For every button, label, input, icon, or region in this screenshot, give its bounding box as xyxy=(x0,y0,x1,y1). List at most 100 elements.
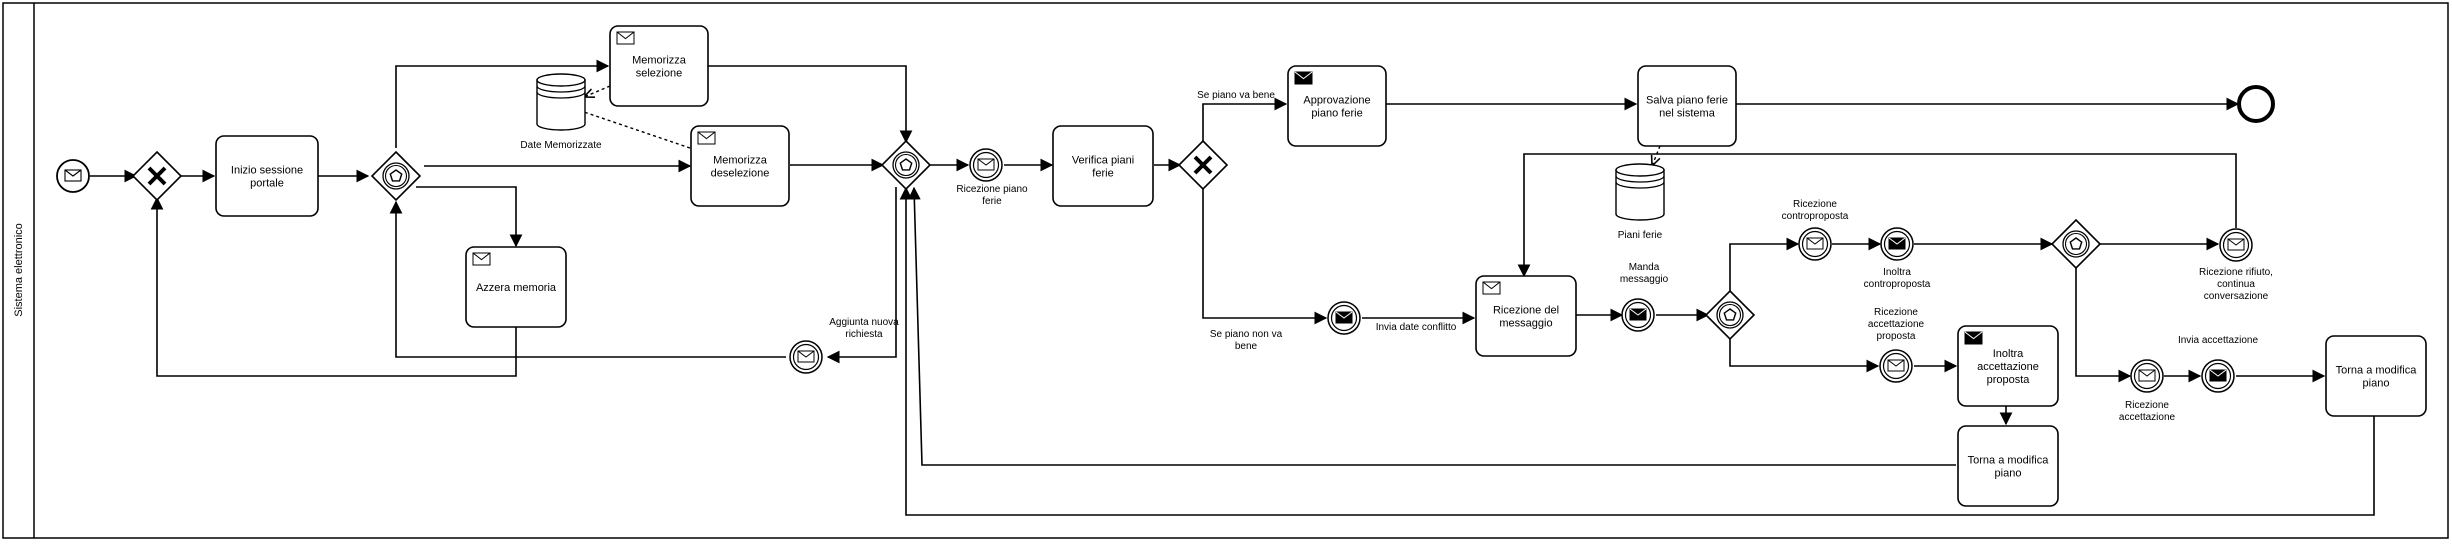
label-invia-date: Invia date conflitto xyxy=(1376,322,1457,333)
event-manda-messaggio[interactable] xyxy=(1621,298,1655,332)
label-line: ferie xyxy=(982,196,1002,207)
event-ricezione-accettazione[interactable] xyxy=(2130,359,2164,393)
label-line: proposta xyxy=(1877,331,1916,342)
event-ricezione-controproposta[interactable] xyxy=(1798,227,1832,261)
assoc-mem-deselezione-to-date xyxy=(583,111,691,149)
pool-label: Sistema elettronico xyxy=(13,223,25,317)
flow-gw3-to-ric-accettazione-proposta xyxy=(1729,338,1880,373)
event-aggiunta-richiesta[interactable] xyxy=(789,340,823,374)
label-line: Aggiunta nuova xyxy=(829,317,899,328)
label-line: Date Memorizzate xyxy=(520,140,602,151)
task-label: nel sistema xyxy=(1659,108,1716,120)
x-icon xyxy=(147,166,167,186)
database-icon xyxy=(536,73,586,131)
envelope-icon xyxy=(616,31,635,45)
xor-gateway-2[interactable] xyxy=(1177,139,1229,191)
envelope-icon xyxy=(472,252,491,266)
end-event[interactable] xyxy=(2237,85,2275,123)
envelope-icon xyxy=(1294,71,1313,85)
envelope-icon xyxy=(2209,369,2227,382)
envelope-icon xyxy=(1887,359,1905,372)
label-line: bene xyxy=(1235,341,1258,352)
task-label: Inizio sessione xyxy=(231,165,303,177)
event-gateway-4[interactable] xyxy=(2050,218,2102,270)
flow-gw3-to-ric-controproposta xyxy=(1729,237,1800,292)
x-icon xyxy=(1193,155,1213,175)
label-line: accettazione xyxy=(1868,319,1925,330)
envelope-icon xyxy=(977,158,995,171)
envelope-icon xyxy=(1888,237,1906,250)
task-label: Torna a modifica xyxy=(2336,365,2418,377)
event-ricezione-rifiuto[interactable] xyxy=(2219,228,2253,262)
task-label: Ricezione del xyxy=(1493,305,1559,317)
envelope-icon xyxy=(697,131,716,145)
pentagon-icon xyxy=(1716,301,1744,329)
event-ricezione-accettazione-proposta[interactable] xyxy=(1879,349,1913,383)
event-ricezione-piano[interactable] xyxy=(969,148,1003,182)
envelope-icon xyxy=(64,169,82,182)
event-gateway-1[interactable] xyxy=(370,150,422,202)
data-associations xyxy=(583,85,1661,166)
task-label: ferie xyxy=(1092,168,1113,180)
label-line: accettazione xyxy=(2119,412,2176,423)
flow-torna2-to-gw2 xyxy=(899,186,2375,516)
event-gateway-3[interactable] xyxy=(1704,289,1756,341)
pentagon-icon xyxy=(892,151,920,179)
label-invia-accettazione: Invia accettazione xyxy=(2178,335,2258,346)
event-gateway-2[interactable] xyxy=(880,139,932,191)
pool: Sistema elettronico xyxy=(2,2,2449,539)
start-event[interactable] xyxy=(56,159,90,193)
task-label: portale xyxy=(250,178,284,190)
assoc-mem-selezione-to-date xyxy=(584,85,611,97)
task-label: proposta xyxy=(1987,374,2031,386)
label-se-piano-va-bene: Se piano va bene xyxy=(1197,90,1275,101)
event-invia-accettazione[interactable] xyxy=(2201,359,2235,393)
label-line: Se piano non va xyxy=(1210,329,1283,340)
event-inoltra-controproposta[interactable] xyxy=(1880,227,1914,261)
flow-gw4-to-ric-accettazione xyxy=(2075,268,2132,383)
label-line: Ricezione piano xyxy=(956,184,1028,195)
task-label: messaggio xyxy=(1499,318,1552,330)
label-line: Invia accettazione xyxy=(2178,335,2258,346)
task-label: Torna a modifica xyxy=(1968,455,2050,467)
task-azzera-memoria[interactable]: Azzera memoria xyxy=(465,246,567,328)
flow-mem-selezione-to-gw2 xyxy=(708,65,913,144)
label-line: Ricezione xyxy=(2125,400,2169,411)
event-invia-date[interactable] xyxy=(1327,301,1361,335)
label-line: controproposta xyxy=(1864,279,1931,290)
flow-torna1-to-gw2 xyxy=(907,186,1956,466)
flow-xor2-to-invia-date xyxy=(1202,188,1328,325)
envelope-icon xyxy=(1482,281,1501,295)
envelope-icon xyxy=(1629,308,1647,321)
task-label: accettazione xyxy=(1977,361,2039,373)
label-date-memorizzate: Date Memorizzate xyxy=(520,140,602,151)
label-piani-ferie: Piani ferie xyxy=(1618,230,1663,241)
xor-gateway-1[interactable] xyxy=(131,150,183,202)
label-line: Se piano va bene xyxy=(1197,90,1275,101)
flow-gw-to-azzera xyxy=(416,186,523,248)
task-label: piano xyxy=(2363,378,2390,390)
flow-gw2-to-aggiunta xyxy=(826,187,897,364)
label-line: Invia date conflitto xyxy=(1376,322,1457,333)
datastore-date-memorizzate[interactable] xyxy=(536,73,586,131)
task-label: Memorizza xyxy=(632,55,687,67)
task-label: selezione xyxy=(636,68,682,80)
datastore-piani-ferie[interactable] xyxy=(1615,163,1665,221)
label-line: controproposta xyxy=(1782,211,1849,222)
